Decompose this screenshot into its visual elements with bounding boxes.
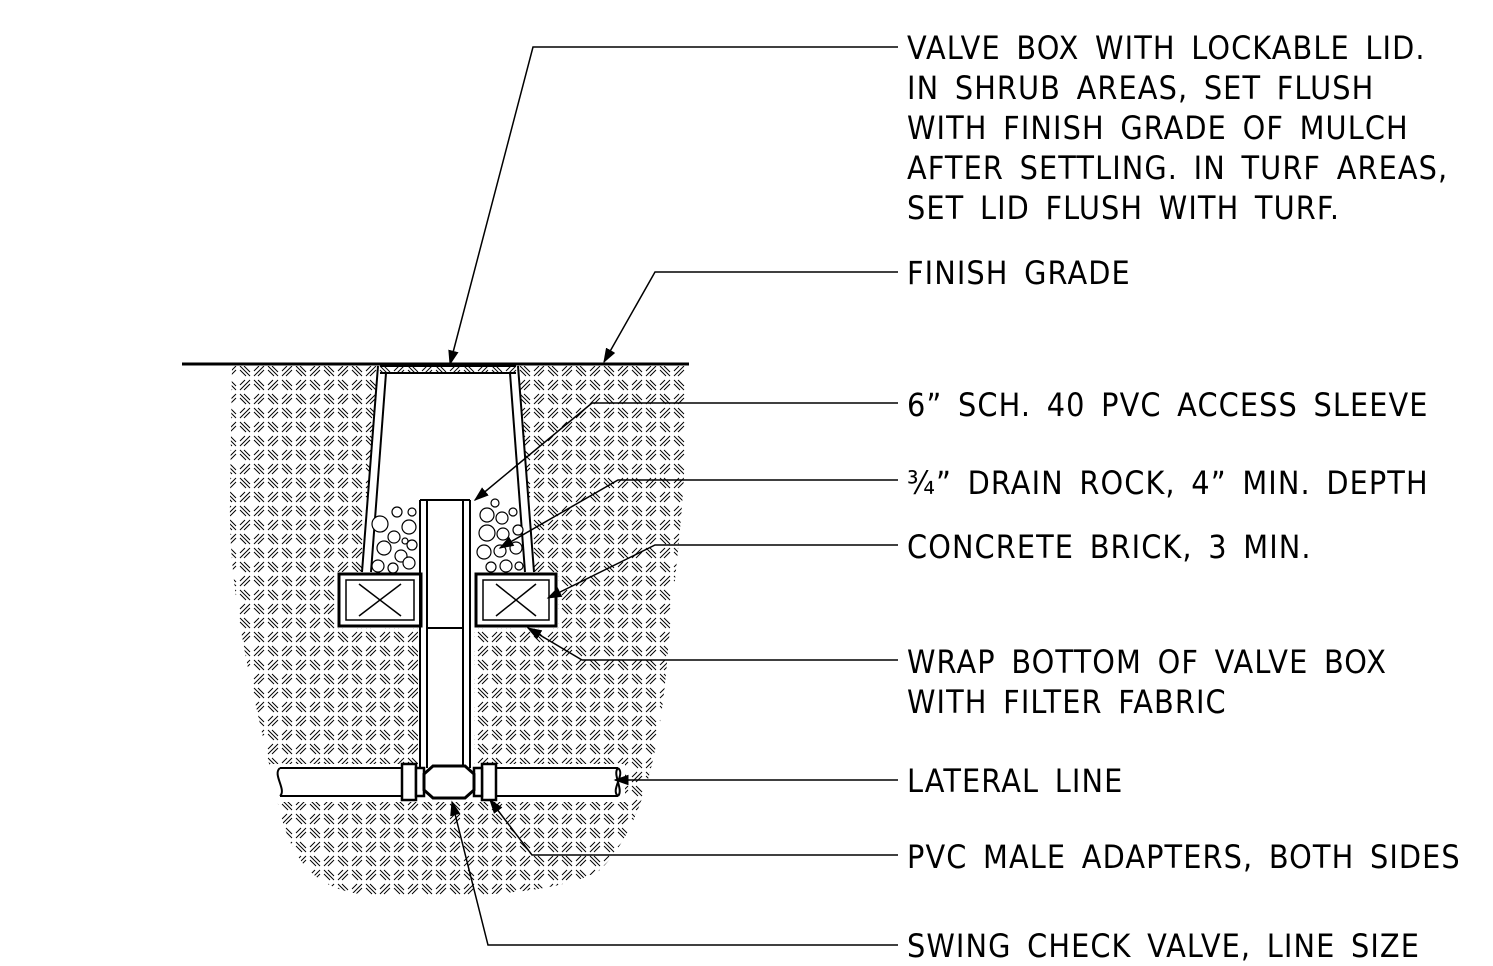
callout-lateral-line-text: LATERAL LINE [907,762,1124,800]
callout-check-valve: SWING CHECK VALVE, LINE SIZE [907,926,1420,966]
concrete-brick-right [474,572,558,628]
callout-access-sleeve: 6” SCH. 40 PVC ACCESS SLEEVE [907,385,1429,425]
leader-filter-fabric [526,627,898,661]
callout-concrete-brick: CONCRETE BRICK, 3 MIN. [907,527,1312,567]
callout-filter-fabric-line-1: WRAP BOTTOM OF VALVE BOX [907,643,1388,681]
callout-valve-box-line-3: WITH FINISH GRADE OF MULCH [907,109,1409,147]
leader-finish-grade [603,271,898,364]
callout-valve-box-line-2: IN SHRUB AREAS, SET FLUSH [907,69,1375,107]
callout-valve-box-line-5: SET LID FLUSH WITH TURF. [907,189,1341,227]
leader-drain-rock [498,479,898,549]
callout-filter-fabric: WRAP BOTTOM OF VALVE BOX WITH FILTER FAB… [907,642,1387,722]
callout-drain-rock-text: ¾” DRAIN ROCK, 4” MIN. DEPTH [907,464,1429,502]
swing-check-valve [422,764,476,800]
leader-access-sleeve [473,402,898,501]
callout-finish-grade: FINISH GRADE [907,253,1131,293]
callout-concrete-brick-text: CONCRETE BRICK, 3 MIN. [907,528,1312,566]
callout-valve-box: VALVE BOX WITH LOCKABLE LID. IN SHRUB AR… [907,28,1448,228]
callout-check-valve-text: SWING CHECK VALVE, LINE SIZE [907,927,1421,965]
valve-box [361,365,535,573]
callout-filter-fabric-line-2: WITH FILTER FABRIC [907,683,1227,721]
callout-valve-box-line-1: VALVE BOX WITH LOCKABLE LID. [907,29,1426,67]
drain-rock [371,498,524,574]
access-sleeve [419,499,471,768]
leader-male-adapters [489,798,898,856]
callout-access-sleeve-text: 6” SCH. 40 PVC ACCESS SLEEVE [907,386,1429,424]
callout-male-adapters: PVC MALE ADAPTERS, BOTH SIDES [907,837,1461,877]
callout-lateral-line: LATERAL LINE [907,761,1123,801]
callout-male-adapters-text: PVC MALE ADAPTERS, BOTH SIDES [907,838,1461,876]
leader-check-valve [450,800,898,946]
leader-concrete-brick [546,544,898,599]
callout-drain-rock: ¾” DRAIN ROCK, 4” MIN. DEPTH [907,463,1429,503]
leader-valve-box [448,46,898,366]
callout-valve-box-line-4: AFTER SETTLING. IN TURF AREAS, [907,149,1449,187]
callout-finish-grade-text: FINISH GRADE [907,254,1131,292]
